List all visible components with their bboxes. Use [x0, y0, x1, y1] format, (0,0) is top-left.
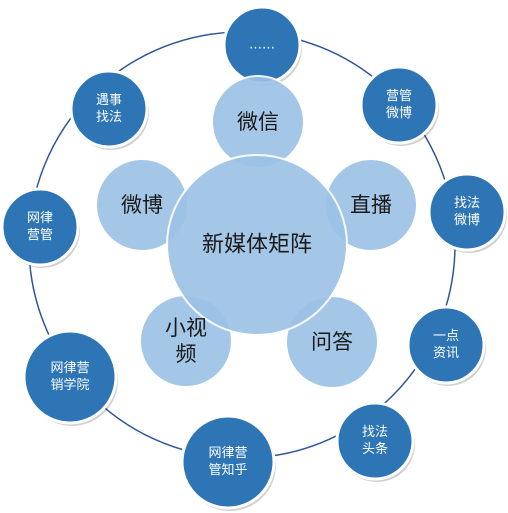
inner-node-label: 微信	[237, 110, 279, 134]
outer-node-label: 网律营销学院	[50, 361, 89, 393]
inner-node-label: 小视频	[165, 316, 207, 366]
outer-node: ……	[222, 5, 302, 86]
outer-node-label: 找法头条	[362, 425, 388, 457]
outer-node: 营管微博	[359, 65, 439, 146]
outer-node-circle	[406, 305, 486, 385]
center-node-label: 新媒体矩阵	[202, 233, 312, 258]
outer-node-label: 一点资讯	[433, 329, 459, 361]
outer-node-label: ……	[249, 38, 275, 53]
outer-node-label: 遇事找法	[96, 93, 122, 125]
center-node	[166, 154, 348, 336]
outer-node: 找法微博	[427, 172, 507, 253]
outer-node-label: 网律营管	[27, 211, 53, 243]
outer-node: 网律营管知乎	[180, 414, 276, 511]
outer-node: 网律营销学院	[22, 329, 118, 426]
outer-node: 遇事找法	[69, 69, 149, 150]
center-label: 新媒体矩阵	[202, 233, 312, 258]
outer-node-circle	[180, 414, 276, 510]
inner-node-label: 微博	[121, 193, 163, 217]
outer-node-label: 营管微博	[386, 89, 412, 121]
outer-node: 网律营管	[0, 187, 80, 268]
outer-node-circle	[69, 69, 149, 149]
outer-node-circle	[359, 65, 439, 145]
inner-node-label: 直播	[350, 193, 392, 217]
outer-node: 找法头条	[335, 401, 415, 482]
outer-node-circle	[0, 187, 80, 267]
inner-node-label: 问答	[311, 330, 353, 354]
outer-node-circle	[335, 401, 415, 481]
outer-node-label: 网律营管知乎	[208, 446, 247, 478]
outer-node-circle	[22, 329, 118, 425]
outer-node-label: 找法微博	[454, 196, 480, 228]
outer-node: 一点资讯	[406, 305, 486, 386]
center-node-circle	[166, 154, 348, 336]
outer-node-circle	[427, 172, 507, 252]
